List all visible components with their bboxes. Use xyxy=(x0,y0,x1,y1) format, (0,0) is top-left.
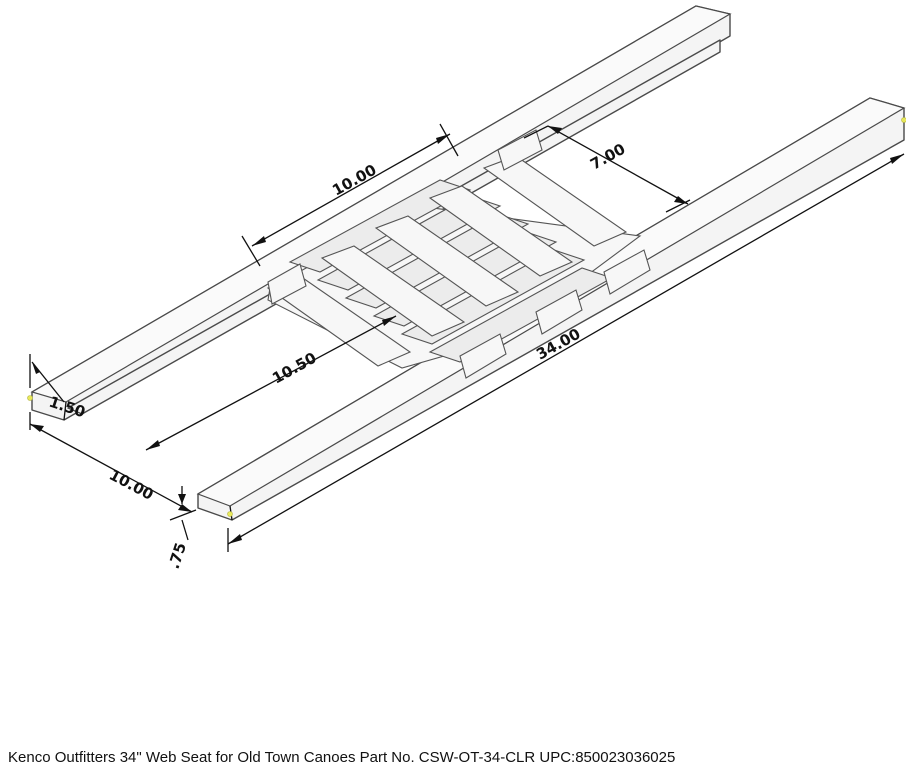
dimension-label: .75 xyxy=(165,540,190,571)
dimension-label: 7.00 xyxy=(587,140,628,174)
dimension-label: 10.50 xyxy=(269,349,319,388)
product-caption: Kenco Outfitters 34" Web Seat for Old To… xyxy=(8,749,676,766)
dimension-rail-thickness: .75 xyxy=(165,486,197,571)
endpoint-marker xyxy=(27,395,33,401)
dimension-label: 10.00 xyxy=(106,466,156,504)
dimension-seat-width: 10.00 xyxy=(29,412,193,513)
endpoint-marker xyxy=(227,511,233,517)
web-straps xyxy=(266,129,651,379)
endpoint-marker xyxy=(901,117,906,123)
